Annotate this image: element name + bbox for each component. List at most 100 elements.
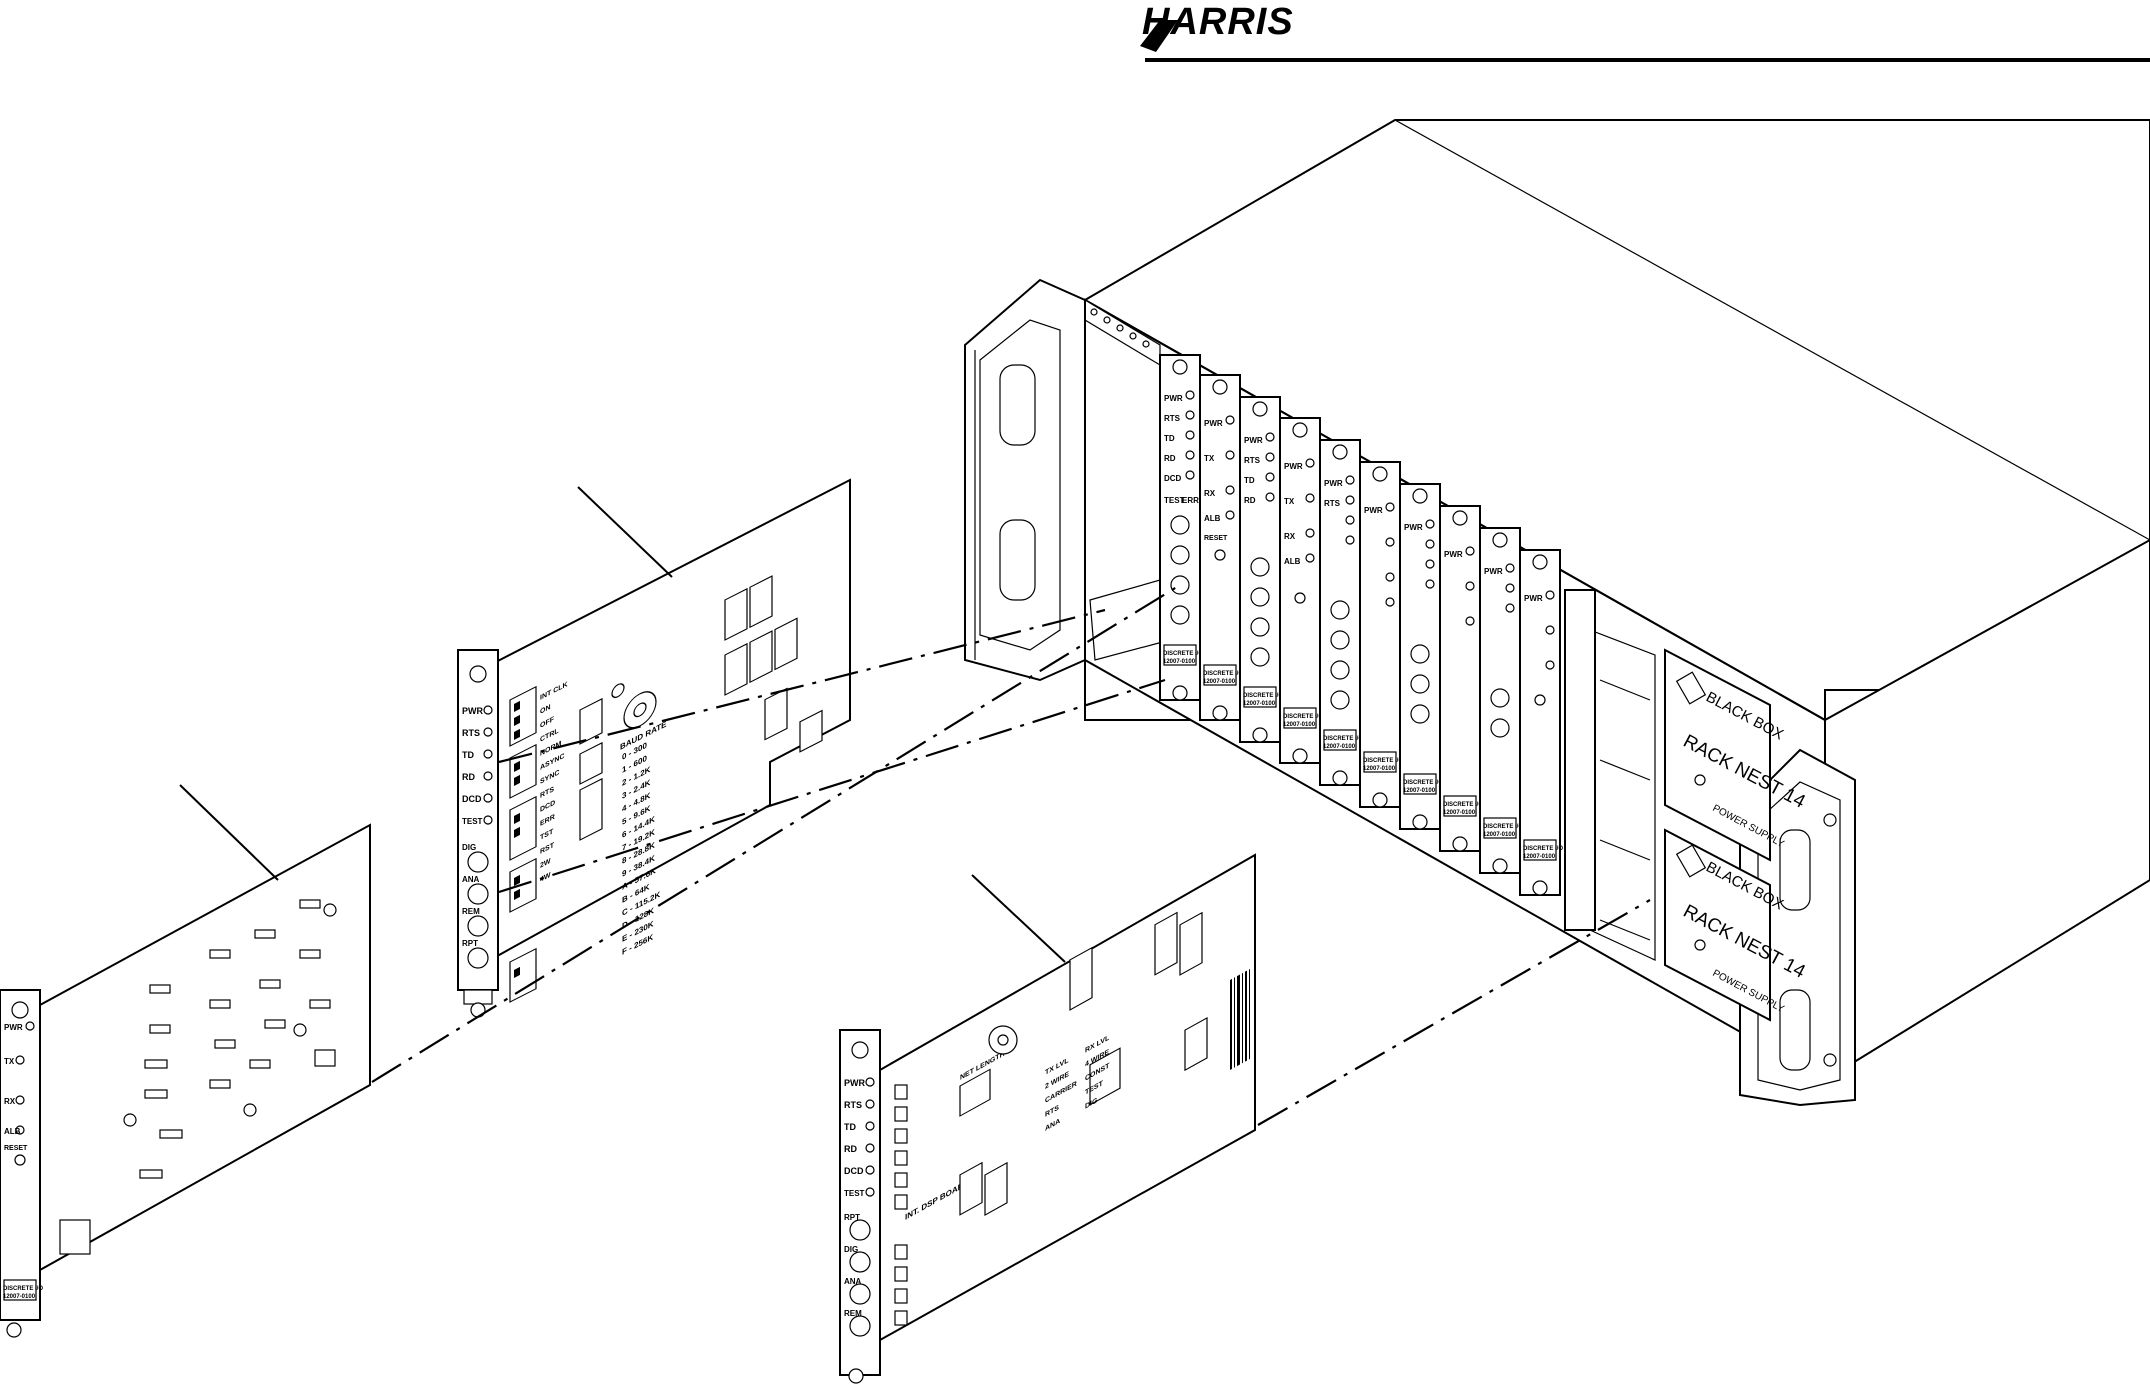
- svg-text:TD: TD: [1164, 434, 1175, 443]
- svg-text:DISCRETE I/O: DISCRETE I/O: [3, 1286, 43, 1292]
- svg-text:DISCRETE I/O: DISCRETE I/O: [1283, 714, 1323, 720]
- svg-text:RTS: RTS: [462, 728, 480, 738]
- svg-text:RD: RD: [844, 1144, 857, 1154]
- svg-text:12007-0100: 12007-0100: [1363, 766, 1396, 772]
- svg-text:ANA: ANA: [462, 875, 480, 884]
- svg-text:TX: TX: [1284, 497, 1295, 506]
- left-card-pcb: [39, 823, 371, 1272]
- svg-text:PWR: PWR: [1284, 462, 1303, 471]
- right-card-thumbscrew-icon: [848, 1368, 864, 1384]
- svg-text:TEST: TEST: [844, 1189, 865, 1198]
- svg-text:PWR: PWR: [1524, 594, 1543, 603]
- guide-line-left: [371, 584, 1181, 1083]
- black-box-logo-icon: [1675, 844, 1707, 878]
- middle-card-switch-block-1: [509, 685, 537, 1003]
- installed-card: PWR RTS TD RD DCD TEST ERR DISCRETE I/O …: [1159, 354, 1203, 701]
- svg-text:RESET: RESET: [1204, 535, 1228, 542]
- svg-text:DIG: DIG: [462, 843, 476, 852]
- svg-text:ANA: ANA: [844, 1277, 862, 1286]
- rack-card-guides: [1089, 579, 1656, 961]
- left-card-front-panel: PWR TX RX ALB RESET DISCRETE I/O 12007-0…: [0, 989, 43, 1321]
- svg-text:PWR: PWR: [462, 706, 483, 716]
- svg-text:TX: TX: [4, 1057, 15, 1066]
- svg-text:DISCRETE I/O: DISCRETE I/O: [1323, 736, 1363, 742]
- middle-card-assembly: PWR RTS TD RD DCD TEST DIG ANA REM RPT B…: [457, 478, 851, 1018]
- svg-text:RPT: RPT: [844, 1213, 860, 1222]
- svg-text:TX: TX: [1204, 454, 1215, 463]
- insertion-guide-lines: [371, 584, 1651, 1126]
- middle-card-switch-block-3: [724, 575, 823, 753]
- middle-card-front-panel: PWR RTS TD RD DCD TEST DIG ANA REM RPT: [457, 649, 499, 991]
- svg-text:RESET: RESET: [4, 1145, 28, 1152]
- harris-logo: HARRIS: [1140, 1, 1293, 52]
- installed-card: PWR TX RX ALB RESET DISCRETE I/O 12007-0…: [1199, 374, 1243, 721]
- svg-text:PWR: PWR: [1244, 436, 1263, 445]
- svg-text:RTS: RTS: [844, 1100, 862, 1110]
- guide-line-middle-bottom: [498, 678, 1166, 894]
- svg-text:TEST: TEST: [462, 817, 483, 826]
- guide-line-right: [1257, 899, 1651, 1126]
- svg-text:ALB: ALB: [4, 1127, 21, 1136]
- middle-card-leader-line: [577, 486, 673, 578]
- left-card-assembly: PWR TX RX ALB RESET DISCRETE I/O 12007-0…: [0, 784, 371, 1338]
- svg-text:TD: TD: [844, 1122, 856, 1132]
- svg-text:DIG: DIG: [844, 1245, 858, 1254]
- svg-text:PWR: PWR: [1164, 394, 1183, 403]
- installed-card: PWR DISCRETE I/O 12007-0100: [1519, 549, 1563, 896]
- left-card-thumbscrew-icon: [6, 1322, 22, 1338]
- svg-text:12007-0100: 12007-0100: [1243, 701, 1276, 707]
- svg-text:DISCRETE I/O: DISCRETE I/O: [1443, 802, 1483, 808]
- svg-text:PWR: PWR: [1324, 479, 1343, 488]
- svg-text:RTS: RTS: [1244, 456, 1261, 465]
- installed-card: PWR DISCRETE I/O 12007-0100: [1399, 483, 1443, 830]
- svg-text:DISCRETE I/O: DISCRETE I/O: [1243, 693, 1283, 699]
- svg-text:PWR: PWR: [1484, 567, 1503, 576]
- svg-text:DISCRETE I/O: DISCRETE I/O: [1523, 846, 1563, 852]
- svg-text:RX: RX: [4, 1097, 16, 1106]
- svg-text:TD: TD: [1244, 476, 1255, 485]
- blank-slot-panel: [1564, 589, 1596, 931]
- svg-text:RD: RD: [462, 772, 475, 782]
- svg-text:PWR: PWR: [4, 1023, 23, 1032]
- harris-logo-swoosh: [1140, 20, 1178, 52]
- installed-card: PWR DISCRETE I/O 12007-0100: [1479, 527, 1523, 874]
- right-card-front-panel: PWR RTS TD RD DCD TEST RPT DIG ANA REM: [839, 1029, 881, 1376]
- svg-text:PWR: PWR: [1404, 523, 1423, 532]
- middle-card-switch-block-2: [579, 683, 625, 841]
- svg-text:PWR: PWR: [1364, 506, 1383, 515]
- svg-text:DISCRETE I/O: DISCRETE I/O: [1403, 780, 1443, 786]
- installed-card: PWR RTS TD RD DISCRETE I/O 12007-0100: [1239, 396, 1283, 743]
- svg-text:12007-0100: 12007-0100: [3, 1294, 36, 1300]
- svg-text:DCD: DCD: [844, 1166, 864, 1176]
- svg-text:DISCRETE I/O: DISCRETE I/O: [1363, 758, 1403, 764]
- installed-card: PWR DISCRETE I/O 12007-0100: [1439, 505, 1483, 852]
- svg-text:12007-0100: 12007-0100: [1323, 744, 1356, 750]
- svg-text:ERR: ERR: [1182, 496, 1199, 505]
- svg-text:DCD: DCD: [462, 794, 482, 804]
- nameplate-1-led-icon: [1694, 774, 1706, 786]
- rack-nameplate-1: BLACK BOX RACK NEST 14 POWER SUPPLY: [1664, 648, 1809, 862]
- svg-text:12007-0100: 12007-0100: [1443, 810, 1476, 816]
- svg-text:12007-0100: 12007-0100: [1163, 659, 1196, 665]
- right-card-assembly: PWR RTS TD RD DCD TEST RPT DIG ANA REM I…: [839, 853, 1256, 1384]
- svg-text:ALB: ALB: [1284, 557, 1301, 566]
- rack-left-handle: [964, 278, 1086, 682]
- svg-text:RPT: RPT: [462, 939, 478, 948]
- rack-installed-cards: PWR RTS TD RD DCD TEST ERR DISCRETE I/O …: [1159, 354, 1596, 931]
- svg-text:DISCRETE I/O: DISCRETE I/O: [1483, 824, 1523, 830]
- svg-text:REM: REM: [844, 1309, 862, 1318]
- svg-text:RX: RX: [1284, 532, 1296, 541]
- svg-text:PWR: PWR: [844, 1078, 865, 1088]
- right-card-switch-blocks: [959, 911, 1208, 1216]
- svg-text:RD: RD: [1244, 496, 1256, 505]
- svg-text:TD: TD: [462, 750, 474, 760]
- right-card-edge-connector: [894, 1084, 908, 1326]
- svg-text:DISCRETE I/O: DISCRETE I/O: [1163, 651, 1203, 657]
- svg-text:PWR: PWR: [1204, 419, 1223, 428]
- installed-card: PWR RTS DISCRETE I/O 12007-0100: [1319, 439, 1363, 786]
- svg-text:12007-0100: 12007-0100: [1203, 679, 1236, 685]
- svg-text:TEST: TEST: [1164, 496, 1185, 505]
- svg-text:12007-0100: 12007-0100: [1403, 788, 1436, 794]
